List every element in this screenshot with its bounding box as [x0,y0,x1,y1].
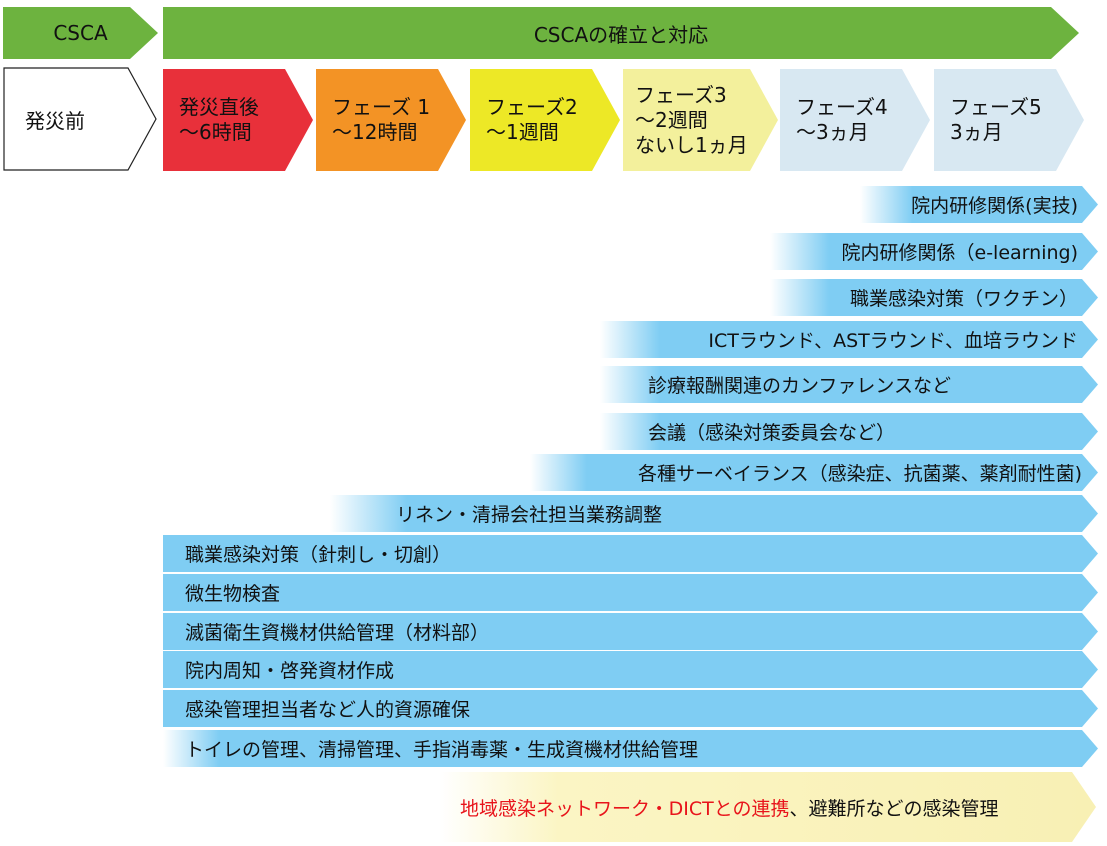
activity-label: 会議（感染対策委員会など） [648,422,896,444]
community-collaboration-arrow: 地域感染ネットワーク・DICTとの連携 、避難所などの感染管理 [440,772,1096,842]
community-network-label: 地域感染ネットワーク・DICTとの連携 [460,797,790,820]
activity-bar: 診療報酬関連のカンファレンスなど [600,366,1098,403]
csca-main-label: CSCAの確立と対応 [533,22,709,47]
activity-bar: 院内周知・啓発資材作成 [163,651,1098,688]
phase-0-line1: 発災直後 [179,95,259,119]
csca-label: CSCA [53,21,108,45]
phase-4-line1: フェーズ4 [796,95,888,119]
activity-bar: 職業感染対策（針刺し・切創） [163,535,1098,572]
phase-3-line2: ～2週間 [635,107,708,132]
csca-main-header-arrow: CSCAの確立と対応 [163,7,1079,59]
phase-pre-outline [3,67,157,171]
phase-0-line2: ～6時間 [179,120,252,144]
phase-4-line2: ～3ヵ月 [796,120,869,144]
phase-3-arrow: フェーズ3 ～2週間 ないし1ヵ月 [623,69,778,171]
phase-5-arrow: フェーズ5 3ヵ月 [934,69,1084,171]
activity-label: 微生物検査 [185,583,281,605]
phase-5-line1: フェーズ5 [950,95,1042,119]
phase-4-arrow: フェーズ4 ～3ヵ月 [780,69,930,171]
shelter-infection-label: 、避難所などの感染管理 [789,797,999,820]
phase-1-line2: ～12時間 [332,120,418,144]
activity-bar: 会議（感染対策委員会など） [600,413,1098,450]
activity-bar: ICTラウンド、ASTラウンド、血培ラウンド [600,321,1098,358]
activity-label: 各種サーベイランス（感染症、抗菌薬、薬剤耐性菌) [637,463,1082,485]
phase-0-arrow: 発災直後 ～6時間 [163,69,313,171]
activity-label: 職業感染対策（ワクチン） [849,288,1078,310]
activity-label: 院内研修関係（e-learning) [841,242,1078,264]
phase-1-line1: フェーズ 1 [332,95,431,119]
activity-bar: トイレの管理、清掃管理、手指消毒薬・生成資機材供給管理 [163,730,1098,767]
activity-label: 院内周知・啓発資材作成 [185,660,395,682]
activity-bar: 各種サーベイランス（感染症、抗菌薬、薬剤耐性菌) [530,454,1098,491]
activity-label: トイレの管理、清掃管理、手指消毒薬・生成資機材供給管理 [185,739,699,761]
phase-3-line1: フェーズ3 [635,82,727,107]
phase-2-line2: ～1週間 [486,120,559,144]
activity-label: ICTラウンド、ASTラウンド、血培ラウンド [708,330,1078,352]
phase-pre-label: 発災前 [25,109,85,133]
activity-bar: リネン・清掃会社担当業務調整 [330,495,1098,532]
activity-bar: 感染管理担当者など人的資源確保 [163,690,1098,727]
activity-label: 診療報酬関連のカンファレンスなど [648,375,952,397]
phase-3-line3: ないし1ヵ月 [635,132,748,157]
activity-label: 感染管理担当者など人的資源確保 [185,699,471,721]
activity-label: 院内研修関係(実技) [911,195,1078,217]
phase-2-arrow: フェーズ2 ～1週間 [470,69,620,171]
activity-bar: 職業感染対策（ワクチン） [770,279,1098,316]
activity-label: 職業感染対策（針刺し・切創） [185,544,452,566]
phase-1-arrow: フェーズ 1 ～12時間 [316,69,466,171]
activity-bar: 滅菌衛生資機材供給管理（材料部） [163,613,1098,650]
phase-5-line2: 3ヵ月 [950,120,1003,144]
activity-label: 滅菌衛生資機材供給管理（材料部） [185,622,490,644]
activity-bar: 院内研修関係(実技) [860,186,1098,223]
csca-header-arrow: CSCA [3,7,158,59]
activity-label: リネン・清掃会社担当業務調整 [396,504,663,526]
activity-bar: 院内研修関係（e-learning) [770,233,1098,270]
phase-pre-arrow: 発災前 [3,67,158,171]
activity-bar: 微生物検査 [163,574,1098,611]
phase-2-line1: フェーズ2 [486,95,578,119]
